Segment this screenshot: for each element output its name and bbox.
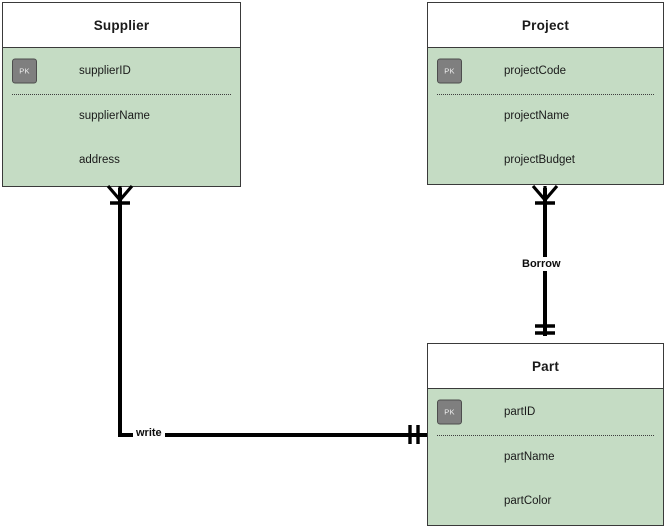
- entity-project[interactable]: Project PK projectCode projectName proje…: [427, 2, 664, 185]
- attribute-label: supplierName: [79, 110, 150, 122]
- entity-part-header: Part: [428, 344, 663, 389]
- relationship-label-write[interactable]: write: [133, 426, 165, 440]
- entity-supplier-header: Supplier: [3, 3, 240, 48]
- attribute-label: address: [79, 154, 120, 166]
- attribute-row-project-name[interactable]: projectName: [428, 94, 663, 138]
- attribute-row-project-code[interactable]: PK projectCode: [428, 48, 663, 94]
- attribute-row-supplier-id[interactable]: PK supplierID: [3, 48, 240, 94]
- entity-project-title: Project: [521, 17, 570, 33]
- attribute-label: partColor: [504, 495, 552, 507]
- attribute-label: projectName: [504, 110, 570, 122]
- key-attribute-divider: [437, 94, 654, 95]
- attribute-label: partID: [504, 406, 536, 418]
- key-attribute-divider: [437, 435, 654, 436]
- entity-supplier[interactable]: Supplier PK supplierID supplierName addr…: [2, 2, 241, 187]
- relationship-label-borrow[interactable]: Borrow: [519, 257, 564, 271]
- attribute-row-part-id[interactable]: PK partID: [428, 389, 663, 435]
- attribute-row-supplier-address[interactable]: address: [3, 138, 240, 182]
- entity-supplier-body: PK supplierID supplierName address: [3, 48, 240, 186]
- key-attribute-divider: [12, 94, 231, 95]
- entity-project-body: PK projectCode projectName projectBudget: [428, 48, 663, 184]
- primary-key-badge: PK: [437, 58, 462, 84]
- entity-part-title: Part: [531, 358, 560, 374]
- attribute-label: projectBudget: [504, 154, 575, 166]
- attribute-row-part-color[interactable]: partColor: [428, 479, 663, 523]
- attribute-label: supplierID: [79, 65, 131, 77]
- attribute-row-project-budget[interactable]: projectBudget: [428, 138, 663, 182]
- entity-part-body: PK partID partName partColor: [428, 389, 663, 525]
- entity-part[interactable]: Part PK partID partName partColor: [427, 343, 664, 526]
- attribute-label: projectCode: [504, 65, 567, 77]
- entity-supplier-title: Supplier: [93, 17, 150, 33]
- entity-project-header: Project: [428, 3, 663, 48]
- attribute-row-part-name[interactable]: partName: [428, 435, 663, 479]
- primary-key-badge: PK: [437, 399, 462, 425]
- connector-write-horizontal[interactable]: [118, 433, 430, 437]
- attribute-label: partName: [504, 451, 555, 463]
- primary-key-badge: PK: [12, 58, 37, 84]
- attribute-row-supplier-name[interactable]: supplierName: [3, 94, 240, 138]
- connector-write-vertical[interactable]: [118, 188, 122, 437]
